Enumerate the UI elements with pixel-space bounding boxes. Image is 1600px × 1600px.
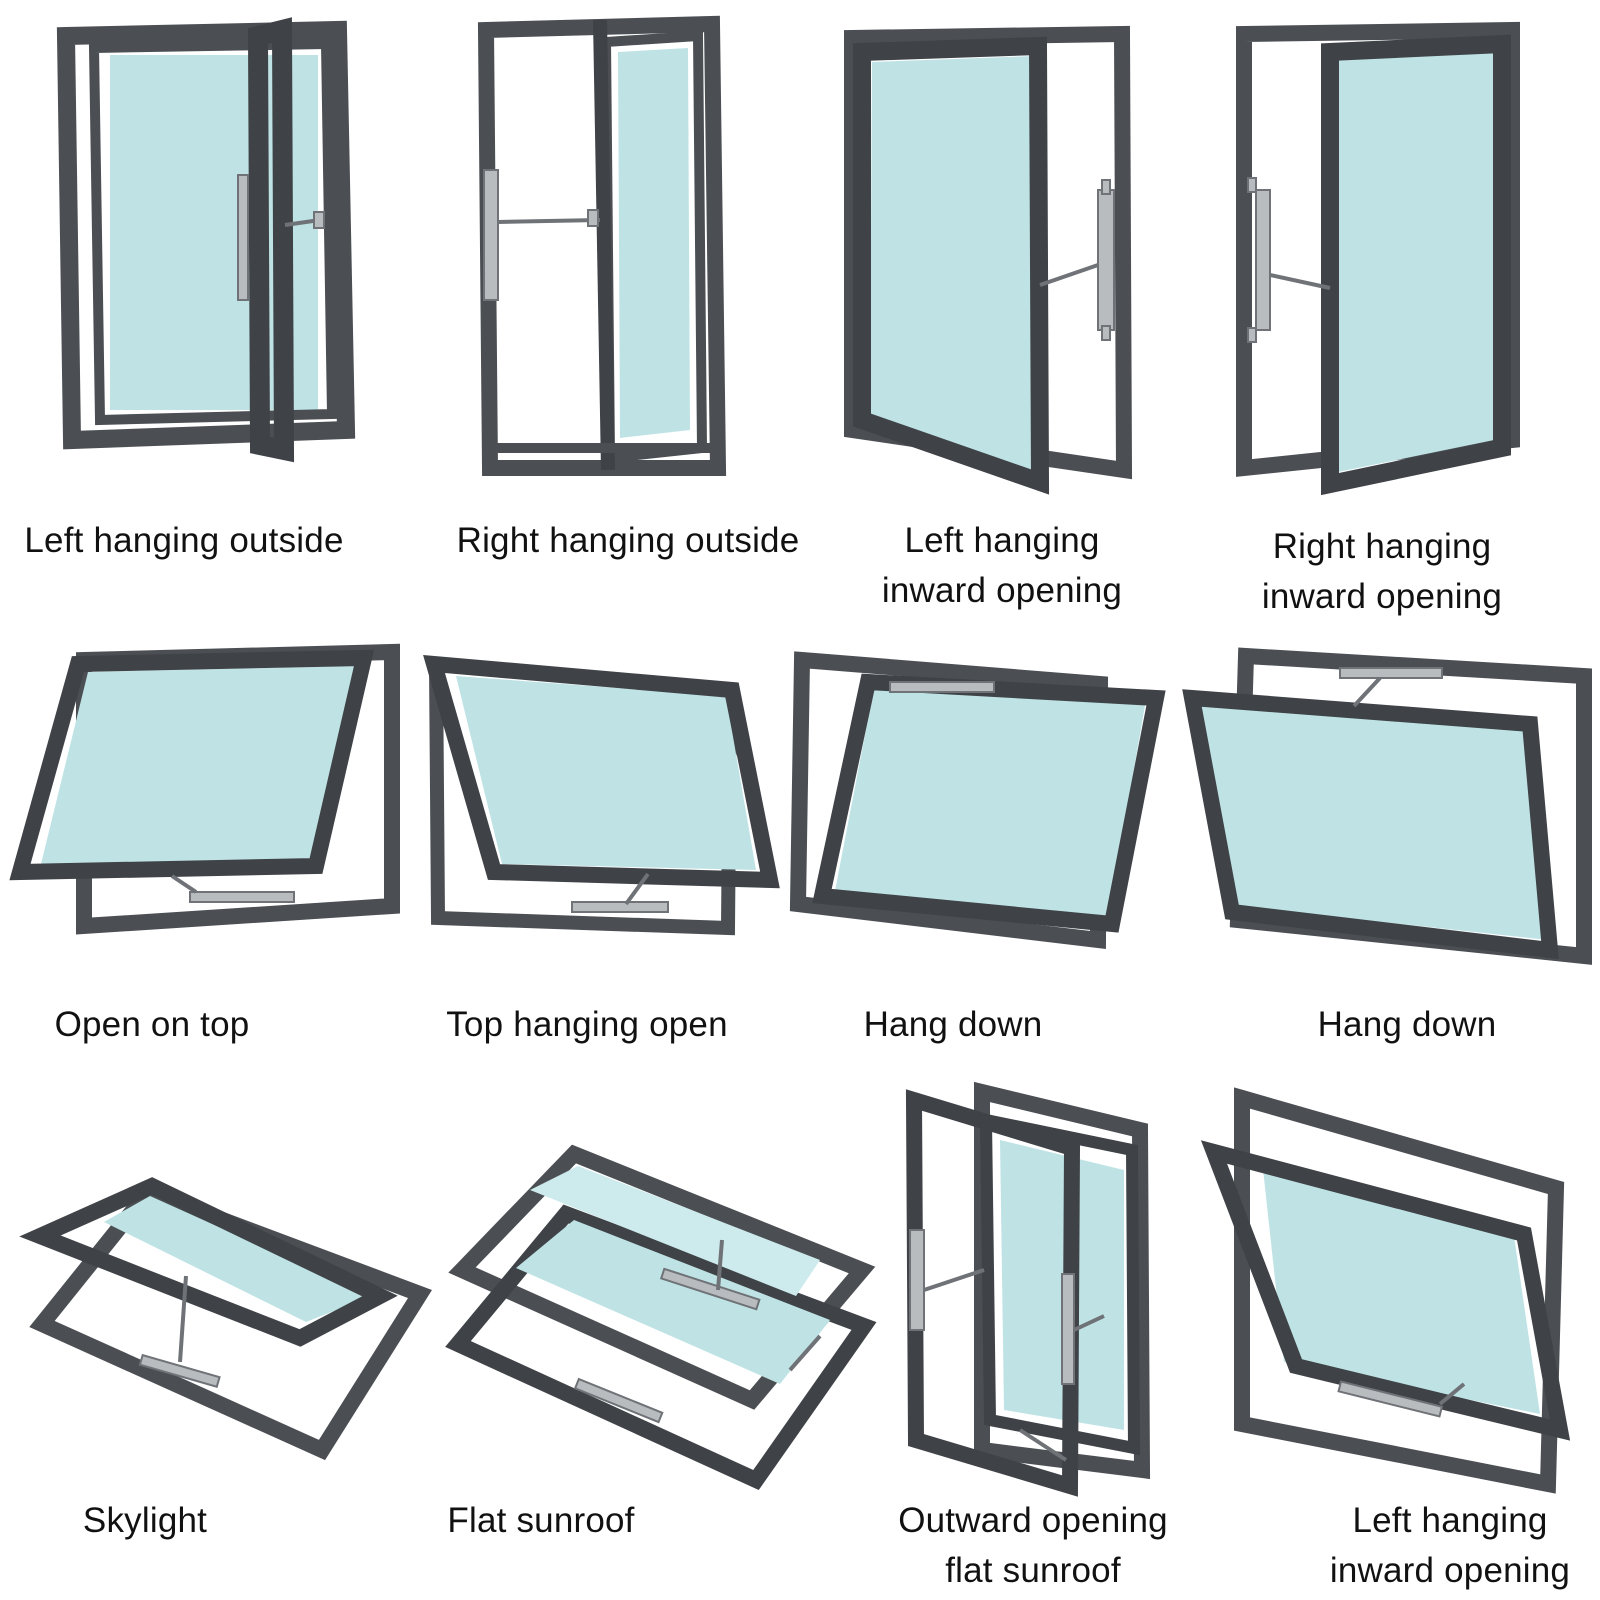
label-top-hanging-open: Top hanging open <box>428 1000 746 1050</box>
label-right-hanging-inward-opening: Right hanging inward opening <box>1232 522 1532 622</box>
label-line: Hang down <box>863 1005 1043 1044</box>
window-open-on-top <box>9 643 400 935</box>
label-line: Skylight <box>82 1501 208 1540</box>
label-line: inward opening <box>881 571 1123 610</box>
label-open-on-top: Open on top <box>34 1000 270 1050</box>
window-right-hanging-outside <box>477 15 727 476</box>
window-hang-down-2 <box>1182 647 1592 965</box>
label-left-hanging-inward-opening-2: Left hanging inward opening <box>1300 1496 1600 1596</box>
label-hang-down-1: Hang down <box>846 1000 1060 1050</box>
label-line: Hang down <box>1317 1005 1497 1044</box>
label-line: Top hanging open <box>446 1005 728 1044</box>
label-line: Outward opening <box>898 1501 1168 1540</box>
label-line: inward opening <box>1329 1551 1571 1590</box>
label-line: inward opening <box>1261 577 1503 616</box>
label-flat-sunroof: Flat sunroof <box>426 1496 656 1546</box>
label-line: Right hanging outside <box>456 521 800 560</box>
label-line: Left hanging outside <box>24 521 344 560</box>
label-line: Left hanging <box>904 521 1100 560</box>
window-flat-sunroof <box>445 1144 877 1491</box>
window-left-hanging-inward <box>844 25 1133 495</box>
label-line: Open on top <box>54 1005 250 1044</box>
label-right-hanging-outside: Right hanging outside <box>436 516 820 566</box>
window-skylight <box>19 1177 432 1461</box>
window-outward-opening-flat-sunroof <box>905 1081 1151 1497</box>
label-left-hanging-inward-opening: Left hanging inward opening <box>852 516 1152 616</box>
window-hang-down-1 <box>789 651 1166 950</box>
label-hang-down-2: Hang down <box>1300 1000 1514 1050</box>
window-left-hanging-inward-2 <box>1200 1087 1571 1494</box>
window-top-hanging-open <box>423 655 780 936</box>
label-left-hanging-outside: Left hanging outside <box>4 516 364 566</box>
label-line: Flat sunroof <box>447 1501 635 1540</box>
window-right-hanging-inward <box>1236 21 1520 496</box>
label-line: Left hanging <box>1352 1501 1548 1540</box>
label-outward-opening-flat-sunroof: Outward opening flat sunroof <box>878 1496 1188 1596</box>
label-line: Right hanging <box>1272 527 1492 566</box>
window-left-hanging-outside <box>56 17 356 463</box>
label-line: flat sunroof <box>945 1551 1121 1590</box>
label-skylight: Skylight <box>62 1496 228 1546</box>
